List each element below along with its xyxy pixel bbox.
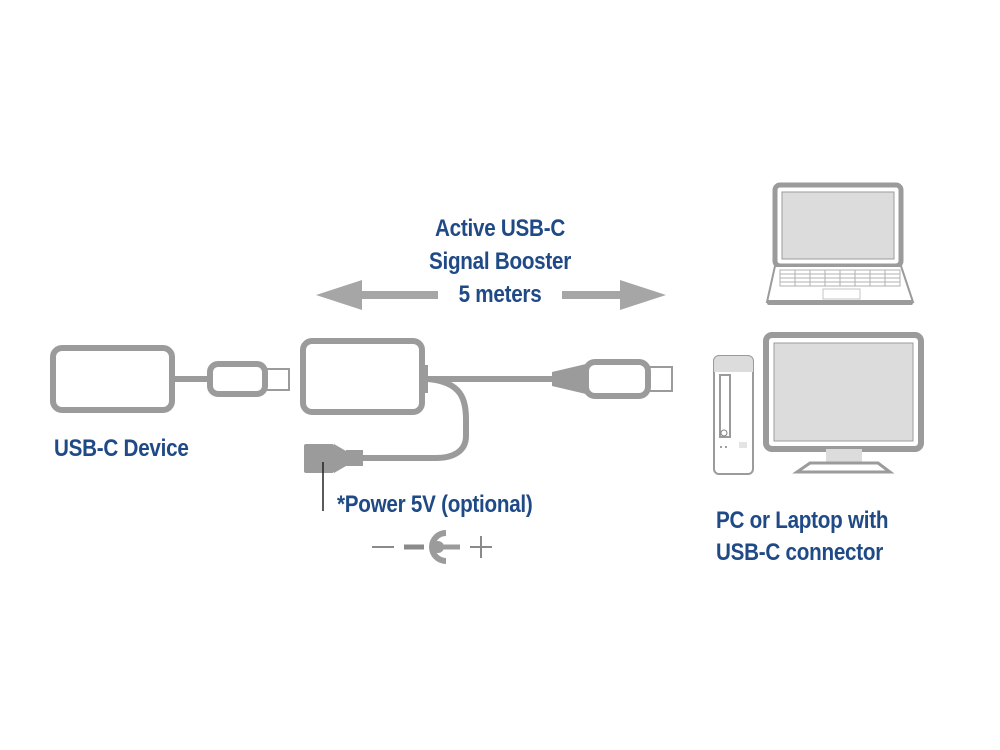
tower-top <box>714 356 753 372</box>
device-cable <box>172 376 210 382</box>
host-plug-housing <box>583 359 651 399</box>
monitor-screen <box>773 342 914 442</box>
tower-drive-bay <box>719 374 731 438</box>
tower-port <box>739 442 747 448</box>
monitor-stand <box>792 461 895 474</box>
laptop-keyboard <box>779 269 901 287</box>
booster-body <box>300 338 425 415</box>
tower-power-button <box>720 429 728 437</box>
usb-c-device-icon <box>50 345 290 413</box>
booster-title-line-2: Signal Booster <box>428 248 572 275</box>
device-plug-tip <box>264 368 290 391</box>
double-arrow-icon <box>316 280 666 310</box>
host-plug-tip <box>647 366 673 392</box>
power-plug-taper <box>334 444 346 473</box>
laptop-screen <box>781 191 895 260</box>
arrow-right-head <box>620 280 666 310</box>
booster-length-label: 5 meters <box>458 281 542 308</box>
laptop-touchpad <box>822 288 861 300</box>
device-body <box>50 345 175 413</box>
usb-c-plug-icon <box>552 359 673 399</box>
arrow-right-shaft <box>562 291 624 299</box>
monitor-icon <box>763 332 924 474</box>
booster-strain-relief <box>420 365 428 393</box>
power-plug-body <box>304 444 334 473</box>
usb-c-device-label: USB-C Device <box>54 435 189 462</box>
dc-jack-polarity-icon <box>372 530 492 564</box>
booster-title-line-1: Active USB-C <box>435 215 565 242</box>
signal-booster-box-icon <box>300 338 552 461</box>
power-usb-a-plug-icon <box>304 444 363 511</box>
arrow-left-shaft <box>360 291 438 299</box>
booster-power-cable <box>363 376 469 461</box>
tower-led-1 <box>720 446 722 448</box>
host-label-line-2: USB-C connector <box>716 539 884 566</box>
host-label-line-1: PC or Laptop with <box>716 507 889 534</box>
device-plug-housing <box>207 361 268 397</box>
laptop-base-edge <box>767 300 913 305</box>
monitor-neck <box>826 449 862 463</box>
power-plug-boot <box>346 450 363 466</box>
tower-led-2 <box>725 446 727 448</box>
laptop-icon <box>765 182 915 305</box>
host-plug-strain-relief <box>552 364 586 394</box>
arrow-left-head <box>316 280 362 310</box>
power-label: *Power 5V (optional) <box>337 491 533 518</box>
desktop-tower-icon <box>713 355 754 475</box>
